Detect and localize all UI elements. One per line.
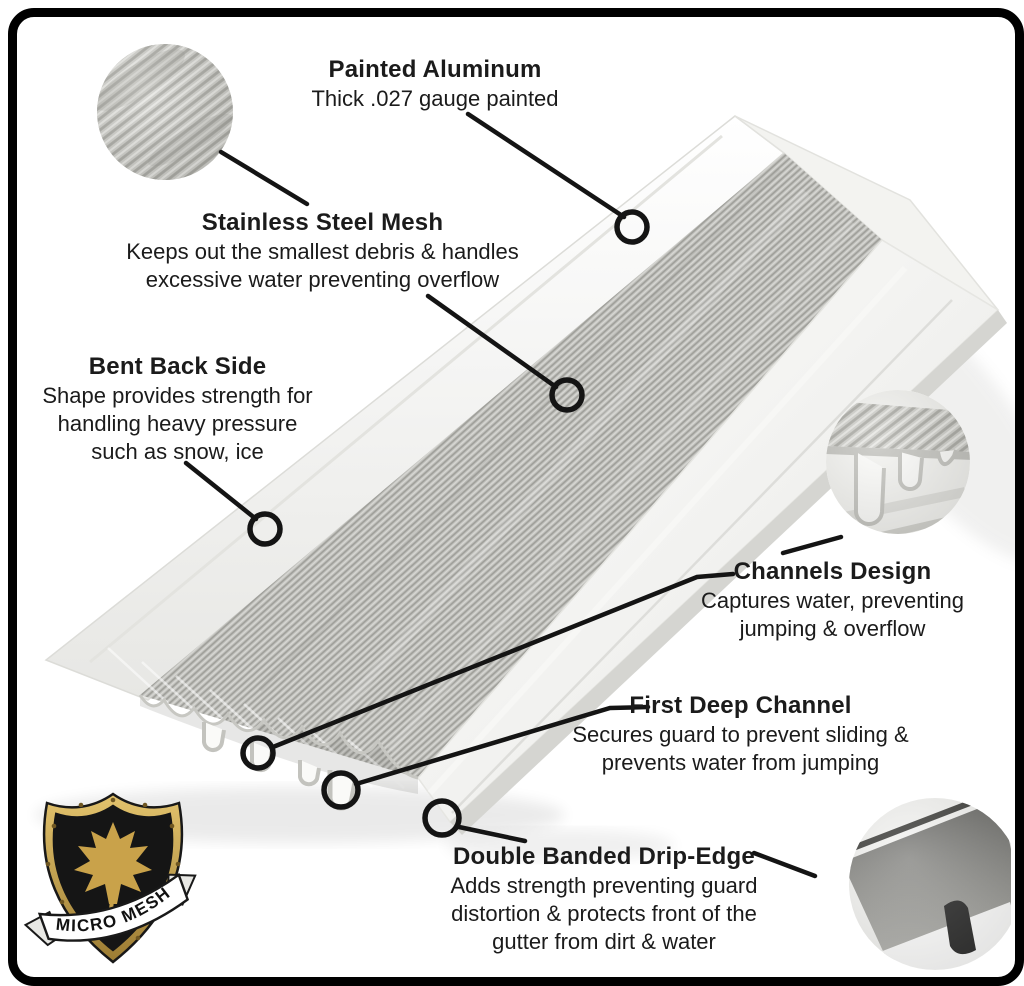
callout-stainless-steel-mesh: Stainless Steel Mesh Keeps out the small… (95, 208, 550, 294)
callout-line: excessive water preventing overflow (145, 267, 500, 292)
brand-logo: MICRO MESH (23, 792, 197, 964)
callout-bent-back-side: Bent Back Side Shape provides strength f… (10, 352, 345, 466)
callout-title: Double Banded Drip-Edge (453, 843, 755, 870)
hanging-channels (201, 722, 358, 811)
callout-line: handling heavy pressure (57, 411, 298, 436)
lead-stainless-mesh (425, 293, 559, 390)
callout-title: Channels Design (733, 558, 932, 585)
callout-line: jumping & overflow (739, 616, 926, 641)
channel-ridges (107, 647, 405, 789)
ring-painted-aluminum (614, 209, 650, 245)
lead-bent-back (183, 460, 259, 522)
callout-line: Secures guard to prevent sliding & (572, 722, 909, 747)
lead-channels-inset (780, 534, 844, 556)
callout-title: Painted Aluminum (328, 56, 542, 83)
lead-first-deep-channel (353, 704, 651, 787)
ring-markers (240, 209, 650, 838)
callout-painted-aluminum: Painted Aluminum Thick .027 gauge painte… (245, 55, 625, 113)
ring-bent-back (247, 511, 283, 547)
ring-channels-design (240, 735, 276, 771)
callout-line: Captures water, preventing (701, 588, 964, 613)
drip-edge-closeup-inset (849, 798, 1011, 970)
callout-line: Shape provides strength for (42, 383, 313, 408)
ring-first-deep-channel (321, 770, 361, 810)
callout-line: distortion & protects front of the (451, 901, 757, 926)
gutter-guard-body (44, 115, 1007, 835)
ring-drip-edge (422, 798, 462, 838)
callout-double-banded-drip-edge: Double Banded Drip-Edge Adds strength pr… (408, 842, 800, 956)
callout-title: Bent Back Side (88, 353, 267, 380)
lead-drip-inset (751, 850, 818, 879)
lead-painted-aluminum (465, 111, 627, 220)
maple-leaf-icon (74, 822, 152, 904)
callout-first-deep-channel: First Deep Channel Secures guard to prev… (548, 691, 933, 777)
lead-channels-design (270, 571, 736, 750)
callout-line: prevents water from jumping (601, 750, 880, 775)
callout-line: such as snow, ice (91, 439, 264, 464)
stainless-mesh-band (140, 153, 882, 778)
callout-line: gutter from dirt & water (492, 929, 716, 954)
mesh-closeup-inset (97, 44, 233, 180)
lead-mesh-inset (218, 149, 310, 207)
callout-title: First Deep Channel (629, 692, 852, 719)
callout-title: Stainless Steel Mesh (201, 209, 444, 236)
lead-drip-ring (456, 824, 528, 844)
callout-line: Thick .027 gauge painted (311, 86, 559, 111)
channels-closeup-inset (826, 390, 970, 534)
callout-line: Adds strength preventing guard (450, 873, 758, 898)
ring-stainless-mesh (549, 377, 585, 413)
leader-lines (183, 111, 844, 879)
callout-line: Keeps out the smallest debris & handles (126, 239, 519, 264)
callout-channels-design: Channels Design Captures water, preventi… (655, 557, 1010, 643)
